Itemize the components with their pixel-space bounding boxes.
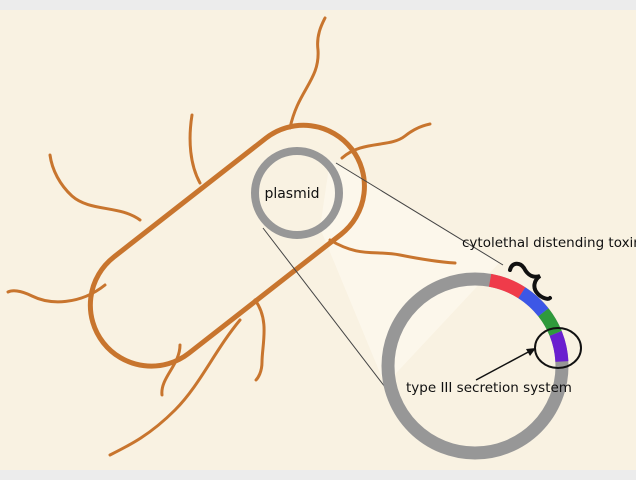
diagram-background	[0, 10, 636, 470]
flagellum-bottom	[253, 298, 266, 382]
flagellum-far-left	[6, 283, 107, 304]
arrow-icon	[475, 349, 533, 381]
flagellum-mid-left	[188, 113, 202, 185]
flagellum-upper-right	[340, 122, 432, 160]
zoom-line-top	[335, 162, 504, 266]
zoom-cone	[320, 160, 500, 385]
plasmid-label: plasmid	[264, 186, 319, 202]
flagellum-right	[328, 238, 457, 265]
plasmid-ring	[251, 147, 343, 239]
flagellum-left	[48, 153, 142, 222]
gene-segment-purple	[549, 330, 569, 363]
curly-brace-icon	[508, 261, 552, 301]
arrow-head	[526, 348, 536, 356]
zoom-line-bottom	[262, 227, 386, 388]
secretion-gene-highlight	[534, 327, 582, 369]
flagellum-bottom-left	[160, 343, 182, 397]
secretion-system-label: type III secretion system	[406, 380, 572, 396]
gene-segment-green	[538, 308, 562, 337]
flagella	[6, 16, 457, 457]
enlarged-plasmid-ring	[381, 272, 569, 460]
flagellum-top	[288, 16, 327, 130]
flagellum-bottom-long	[108, 318, 242, 457]
gene-segment-blue	[518, 287, 549, 317]
bacterium-body	[87, 122, 367, 369]
gene-segment-red	[488, 273, 526, 299]
toxin-label: cytolethal distending toxin	[462, 235, 636, 251]
